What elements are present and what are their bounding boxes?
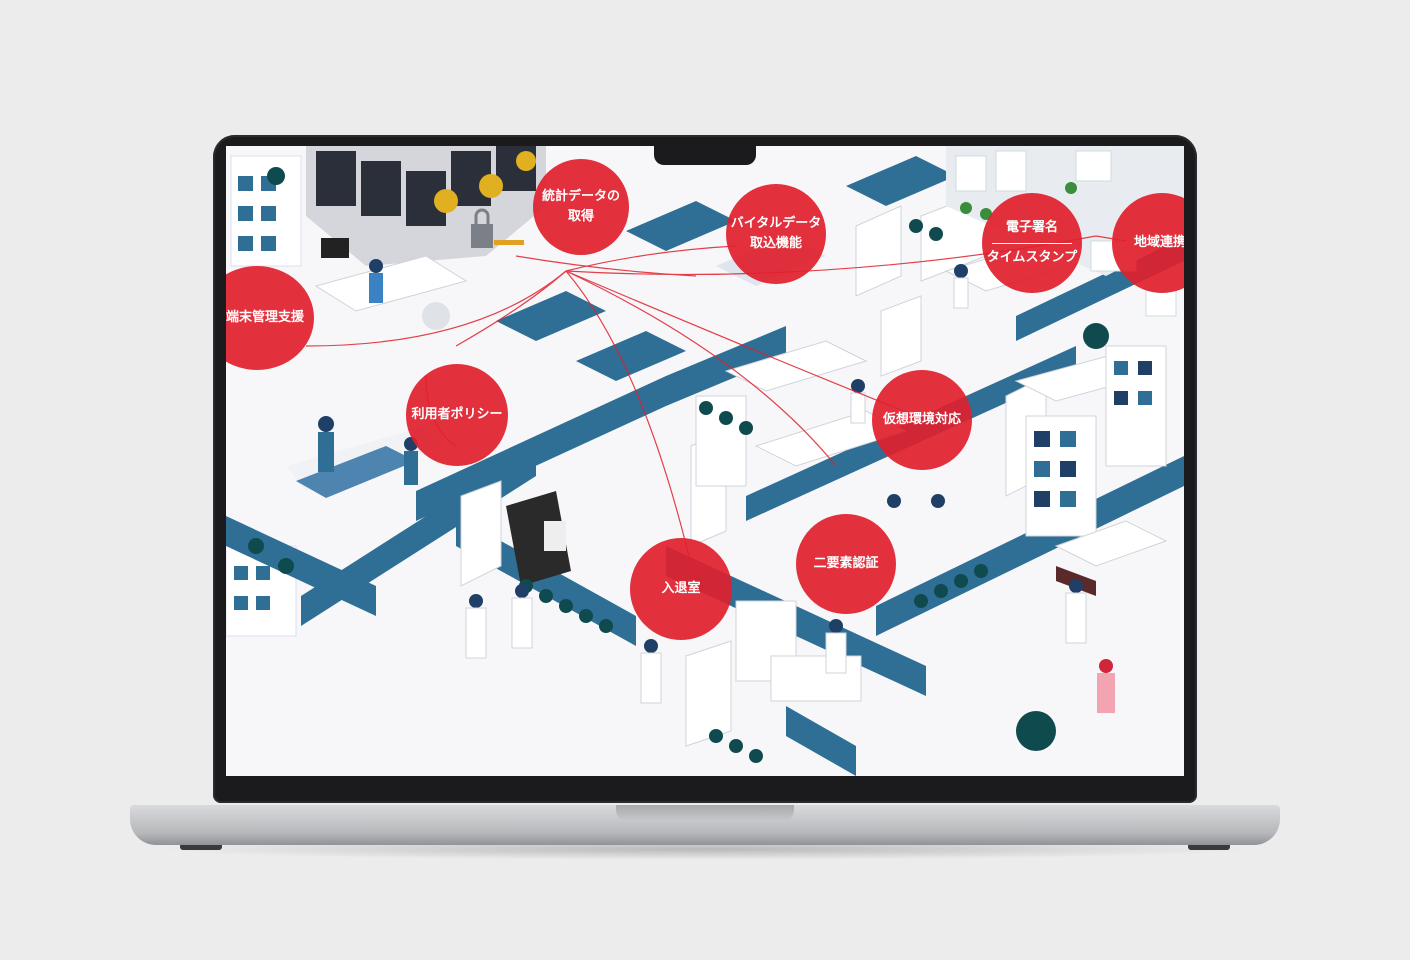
laptop-foot-left (180, 845, 222, 850)
lock-icon (471, 208, 524, 248)
bubble-entry-label: 入退室 (661, 580, 701, 596)
bubble-mfa[interactable]: 二要素認証 (796, 514, 896, 614)
connection-lines (305, 235, 1127, 587)
bubble-device-label: 端末管理支援 (226, 309, 304, 325)
hospital-isometric-illustration (226, 146, 1184, 776)
bubble-policy-label: 利用者ポリシー (411, 406, 503, 422)
reception-desk (314, 238, 468, 312)
bubble-entry[interactable]: 入退室 (630, 538, 732, 640)
bubble-stats-line2: 取得 (567, 209, 594, 224)
bubble-regional[interactable]: 地域連携 (1112, 193, 1184, 293)
bubble-vital[interactable]: バイタルデータ 取込機能 (726, 184, 826, 284)
bubble-vital-line1: バイタルデータ (730, 215, 822, 231)
bubble-esign-line2: タイムスタンプ (986, 249, 1078, 265)
bubble-mfa-label: 二要素認証 (813, 555, 879, 571)
bubble-vital-line2: 取込機能 (749, 236, 802, 251)
bubble-stats-line1: 統計データの (541, 188, 620, 204)
laptop-opening-notch (616, 805, 794, 822)
bubble-stats[interactable]: 統計データの 取得 (533, 159, 629, 255)
bubble-virtual[interactable]: 仮想環境対応 (872, 370, 972, 470)
laptop-foot-right (1188, 845, 1230, 850)
operating-room (286, 302, 450, 498)
bubble-esign-divider (991, 242, 1072, 244)
screen: 統計データの 取得 バイタルデータ 取込機能 電子署名 タイムスタンプ 地域連携… (226, 146, 1184, 776)
xray-booth (506, 491, 571, 586)
bubble-device[interactable]: 端末管理支援 (226, 266, 314, 370)
bubble-policy[interactable]: 利用者ポリシー (406, 364, 508, 466)
bubble-regional-label: 地域連携 (1134, 234, 1184, 250)
bubble-esign[interactable]: 電子署名 タイムスタンプ (982, 193, 1082, 293)
camera-notch (654, 145, 756, 165)
people (465, 579, 1115, 713)
bubble-virtual-label: 仮想環境対応 (882, 411, 961, 427)
bubble-esign-line1: 電子署名 (1005, 220, 1058, 236)
